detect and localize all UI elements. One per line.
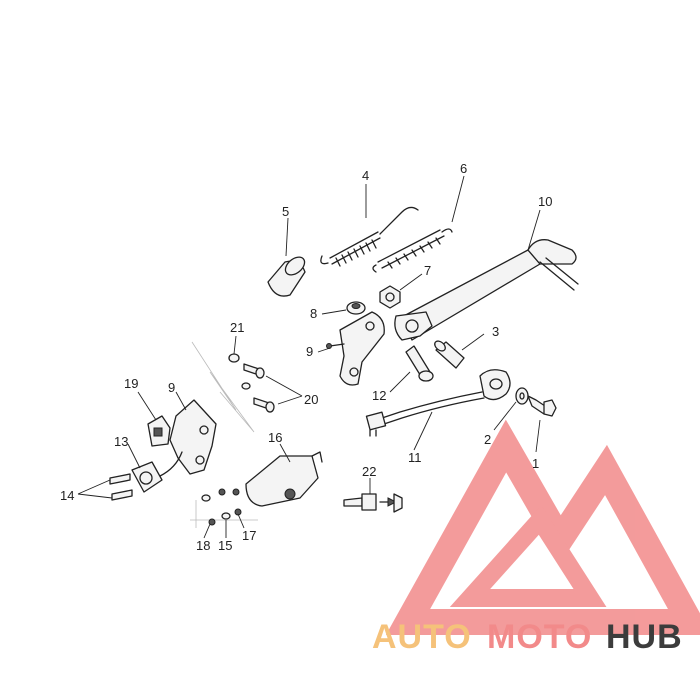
part-2-washer xyxy=(515,387,529,405)
callout-18: 18 xyxy=(196,538,210,553)
callout-3: 3 xyxy=(492,324,499,339)
callout-1: 1 xyxy=(532,456,539,471)
callout-8: 8 xyxy=(310,306,317,321)
automotohub-logo xyxy=(385,419,700,635)
part-9-bracket-right xyxy=(326,311,385,386)
part-11-switch-cable xyxy=(365,369,511,437)
part-15-washers xyxy=(201,494,231,520)
part-13-sensor xyxy=(131,451,183,493)
callout-16: 16 xyxy=(268,430,282,445)
brand-part-moto: MOTO xyxy=(487,618,592,656)
part-20-screws xyxy=(241,363,275,413)
part-8-nut xyxy=(346,301,366,315)
callout-21: 21 xyxy=(230,320,244,335)
automotohub-wordmark: AUTO MOTO HUB xyxy=(372,618,683,656)
part-22-fastener xyxy=(343,493,403,513)
part-7-nut xyxy=(379,285,401,309)
callout-7: 7 xyxy=(424,263,431,278)
callout-9-right: 9 xyxy=(306,344,313,359)
callout-22: 22 xyxy=(362,464,376,479)
callout-5: 5 xyxy=(282,204,289,219)
assembly-ghost-lines xyxy=(190,341,258,528)
callout-13: 13 xyxy=(114,434,128,449)
part-18-nut xyxy=(208,518,216,526)
callout-20: 20 xyxy=(304,392,318,407)
part-16-guard xyxy=(245,451,323,507)
part-1-bolt xyxy=(527,395,557,417)
part-4-spring xyxy=(320,206,419,267)
part-5-sleeve xyxy=(267,256,306,297)
part-17-nuts xyxy=(218,488,242,516)
part-9-bracket-left xyxy=(169,399,217,475)
callout-17: 17 xyxy=(242,528,256,543)
part-14-screws xyxy=(109,473,133,501)
callout-9-left: 9 xyxy=(168,380,175,395)
callout-10: 10 xyxy=(538,194,552,209)
part-12-bolt xyxy=(405,345,434,382)
callout-11: 11 xyxy=(408,450,422,465)
part-21-washer xyxy=(228,353,240,363)
brand-part-auto: AUTO xyxy=(372,618,472,656)
part-10-side-stand xyxy=(394,239,579,341)
callout-19: 19 xyxy=(124,376,138,391)
leader-lines xyxy=(77,175,541,539)
callout-14: 14 xyxy=(60,488,74,503)
part-3-pin xyxy=(434,340,465,369)
callout-6: 6 xyxy=(460,161,467,176)
callout-4: 4 xyxy=(362,168,369,183)
part-19-cover xyxy=(147,415,171,447)
callout-12: 12 xyxy=(372,388,386,403)
brand-part-hub: HUB xyxy=(606,618,683,656)
callout-labels: 1 2 3 4 5 6 7 8 9 9 10 11 12 13 14 15 16… xyxy=(60,161,552,553)
part-6-spring xyxy=(372,228,453,273)
callout-2: 2 xyxy=(484,432,491,447)
callout-15: 15 xyxy=(218,538,232,553)
